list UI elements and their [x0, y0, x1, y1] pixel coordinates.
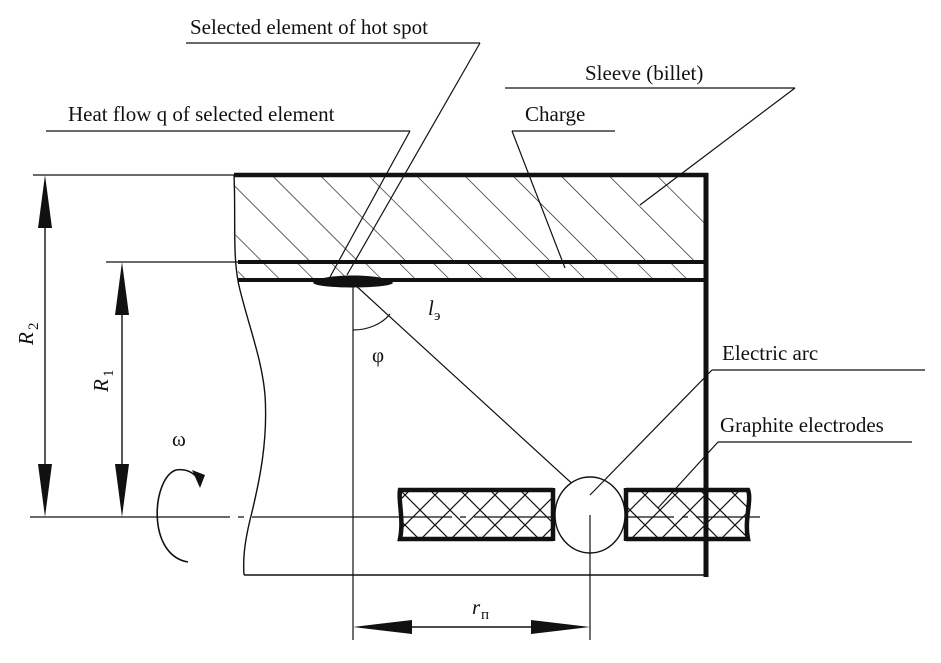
- leader-heat-flow: [46, 130, 411, 278]
- leader-sleeve: [505, 87, 796, 206]
- leader-selected-element: [186, 42, 481, 276]
- right-electrode: [623, 487, 752, 542]
- r2-dimension-arrow: [38, 175, 52, 517]
- svg-text:R: R: [89, 379, 113, 393]
- svg-text:2: 2: [26, 323, 42, 331]
- svg-text:1: 1: [101, 370, 117, 378]
- rotation-arrow: [156, 468, 205, 563]
- leader-charge: [511, 130, 615, 269]
- angle-arc: [352, 313, 391, 331]
- label-selected-element: Selected element of hot spot: [190, 15, 428, 39]
- svg-text:R: R: [14, 332, 38, 346]
- omega-symbol: ω: [172, 427, 186, 451]
- label-electric-arc: Electric arc: [722, 341, 818, 365]
- left-electrode: [397, 487, 556, 542]
- charge-layer: [238, 260, 706, 282]
- arc-length-label: l э: [428, 296, 440, 324]
- r1-label: R 1: [89, 370, 117, 394]
- svg-text:r: r: [472, 595, 481, 619]
- label-charge: Charge: [525, 102, 585, 126]
- svg-text:l: l: [428, 296, 434, 320]
- label-graphite-electrodes: Graphite electrodes: [720, 413, 884, 437]
- r2-label: R 2: [14, 323, 42, 347]
- r1-dimension-arrow: [115, 262, 129, 517]
- hot-spot-element: [313, 275, 393, 288]
- rn-label: r п: [472, 595, 489, 623]
- arc-distance-line: [352, 282, 591, 501]
- phi-symbol: φ: [372, 343, 384, 367]
- break-line: [233, 174, 267, 576]
- label-heat-flow: Heat flow q of selected element: [68, 102, 335, 126]
- label-sleeve: Sleeve (billet): [585, 61, 703, 85]
- leader-electric-arc: [589, 369, 925, 496]
- sleeve-wall: [233, 172, 708, 262]
- rn-dimension-arrow: [353, 620, 590, 634]
- leader-graphite-electrodes: [657, 441, 912, 509]
- svg-text:э: э: [434, 308, 440, 324]
- svg-text:п: п: [481, 607, 489, 623]
